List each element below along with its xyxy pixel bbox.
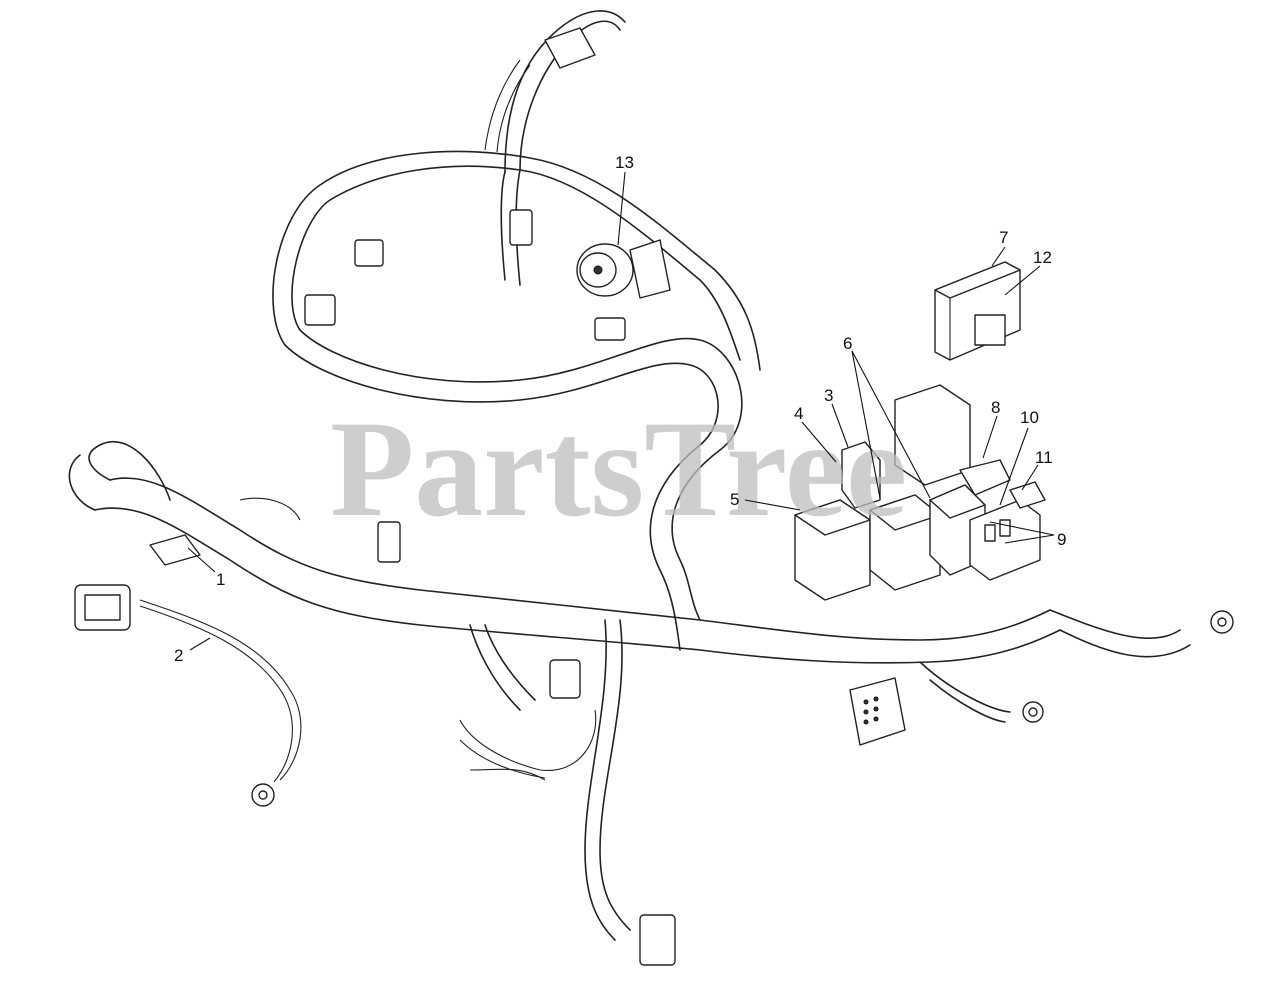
callout-4: 4 [794,404,803,423]
callout-5: 5 [730,490,739,509]
callout-8: 8 [991,398,1000,417]
main-harness-trunk [68,10,1191,941]
thin-lead-wires [139,497,597,783]
callout-2: 2 [174,646,183,665]
part-7-fuse-block-cover [934,261,1021,361]
callout-9: 9 [1057,530,1066,549]
misc-connectors [304,209,676,966]
callouts: 1 2 3 4 5 6 7 8 9 10 11 12 [174,153,1066,665]
top-connector [484,27,596,153]
fuse-holder-9-10-11 [969,481,1046,581]
watermark-text: PartsTree [330,392,907,545]
part-13-round-connector [576,239,671,299]
left-connector-block [74,534,201,631]
callout-10: 10 [1020,408,1039,427]
callout-7: 7 [999,228,1008,247]
callout-13: 13 [615,153,634,172]
multi-pin-connector [849,677,906,746]
callout-6: 6 [843,334,852,353]
callout-11: 11 [1035,448,1053,467]
callout-1: 1 [216,570,225,589]
callout-12: 12 [1033,248,1052,267]
ring-terminals [251,610,1234,807]
callout-3: 3 [824,386,833,405]
